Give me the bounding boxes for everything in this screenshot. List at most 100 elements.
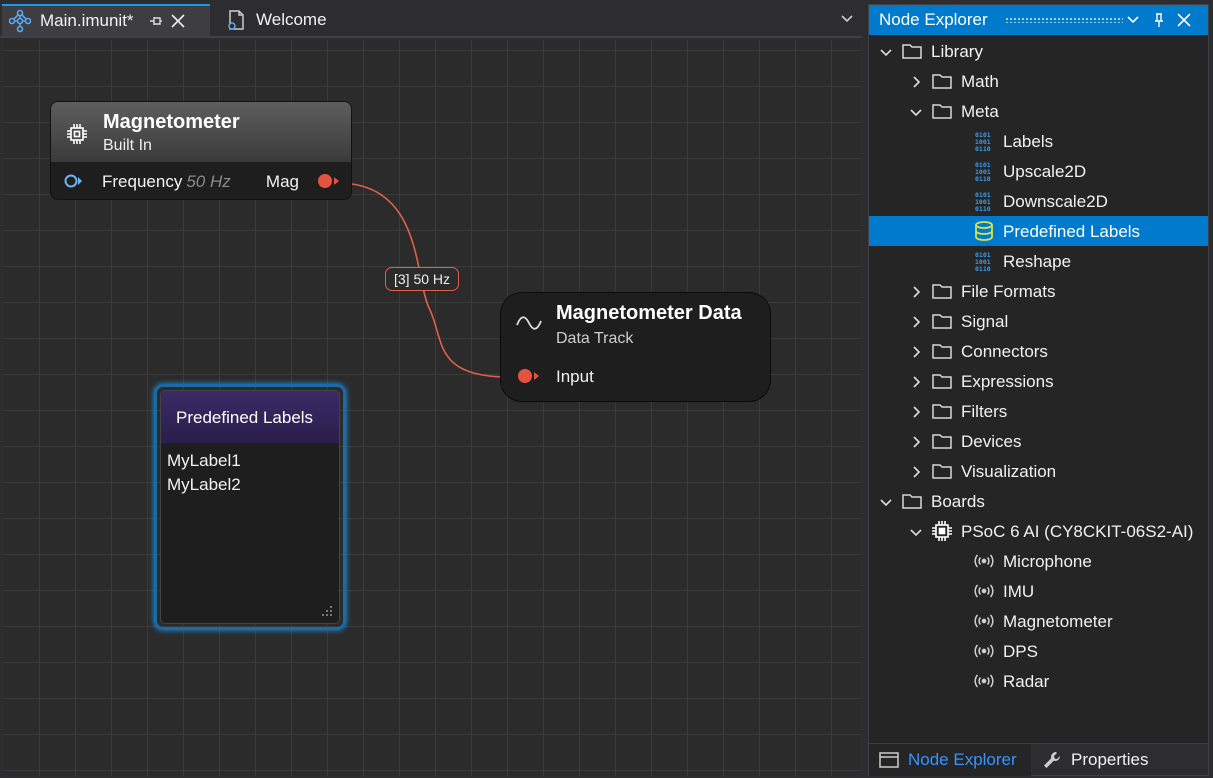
tree-item-label: Boards — [931, 492, 985, 511]
chevron-down-icon[interactable] — [879, 494, 893, 508]
chevron-right-icon[interactable] — [909, 404, 923, 418]
svg-text:0110: 0110 — [975, 145, 991, 152]
tree-item[interactable]: Predefined Labels — [869, 216, 1208, 246]
panel-title-bar[interactable]: Node Explorer — [869, 5, 1208, 35]
list-item[interactable]: MyLabel1 — [167, 451, 241, 470]
sensor-icon — [973, 640, 995, 662]
chevron-down-icon[interactable] — [909, 524, 923, 538]
tree-item[interactable]: File Formats — [869, 276, 1208, 306]
chevron-right-icon[interactable] — [909, 314, 923, 328]
tree-item-label: Downscale2D — [1003, 192, 1108, 211]
folder-icon — [931, 100, 953, 122]
resize-grip-icon[interactable] — [319, 603, 333, 617]
chevron-down-icon[interactable] — [1125, 12, 1141, 28]
folder-icon — [931, 370, 953, 392]
tree-item-label: Predefined Labels — [1003, 222, 1141, 241]
chevron-down-icon[interactable] — [840, 12, 854, 26]
svg-text:0110: 0110 — [975, 205, 991, 212]
labels-list: MyLabel1 MyLabel2 — [161, 443, 339, 497]
input-port-icon[interactable] — [517, 368, 539, 384]
chip-icon — [931, 520, 953, 542]
tree-item[interactable]: Filters — [869, 396, 1208, 426]
folder-icon — [931, 460, 953, 482]
tree-item[interactable]: Devices — [869, 426, 1208, 456]
chevron-right-icon[interactable] — [909, 374, 923, 388]
magnetometer-data-node[interactable]: Magnetometer Data Data Track Input — [500, 292, 771, 402]
svg-text:0101: 0101 — [975, 251, 991, 259]
tab-node-explorer[interactable]: Node Explorer — [869, 744, 1031, 776]
tree-item[interactable]: PSoC 6 AI (CY8CKIT-06S2-AI) — [869, 516, 1208, 546]
tree-item-label: IMU — [1003, 582, 1035, 601]
window-icon — [879, 752, 899, 768]
svg-text:0110: 0110 — [975, 175, 991, 182]
folder-icon — [901, 40, 923, 62]
chevron-right-icon[interactable] — [909, 344, 923, 358]
tree-item[interactable]: Signal — [869, 306, 1208, 336]
tree-item-label: PSoC 6 AI (CY8CKIT-06S2-AI) — [961, 522, 1194, 541]
tree-item[interactable]: DPS — [869, 636, 1208, 666]
wire-mag-to-input — [337, 182, 509, 378]
drag-handle[interactable] — [1005, 17, 1123, 23]
tree-item[interactable]: Boards — [869, 486, 1208, 516]
list-item[interactable]: MyLabel2 — [167, 475, 241, 494]
tree-item[interactable]: Radar — [869, 666, 1208, 696]
chevron-down-icon[interactable] — [879, 44, 893, 58]
tree-item[interactable]: Magnetometer — [869, 606, 1208, 636]
tree-item[interactable]: Connectors — [869, 336, 1208, 366]
svg-text:0101: 0101 — [975, 191, 991, 199]
tree-item[interactable]: Math — [869, 66, 1208, 96]
svg-text:1001: 1001 — [975, 198, 991, 206]
svg-text:1001: 1001 — [975, 138, 991, 146]
node-subtitle: Data Track — [556, 330, 634, 347]
panel-title: Node Explorer — [879, 10, 988, 29]
tree-item[interactable]: IMU — [869, 576, 1208, 606]
svg-text:0101: 0101 — [975, 161, 991, 169]
node-title: Predefined Labels — [161, 391, 339, 443]
predefined-labels-node[interactable]: Predefined Labels MyLabel1 MyLabel2 — [154, 384, 346, 630]
tab-welcome[interactable]: Welcome — [218, 4, 358, 36]
node-subtitle: Built In — [103, 137, 152, 154]
output-port-icon[interactable] — [317, 173, 339, 189]
svg-text:0101: 0101 — [975, 131, 991, 139]
mag-output-label: Mag — [265, 172, 299, 191]
tree-item[interactable]: Library — [869, 36, 1208, 66]
close-icon[interactable] — [170, 13, 186, 29]
node-title: Magnetometer Data — [556, 302, 742, 324]
sensor-icon — [973, 610, 995, 632]
connection-badge[interactable]: [3] 50 Hz — [385, 267, 460, 291]
tree-item-label: Connectors — [961, 342, 1048, 361]
tree-item-label: Labels — [1003, 132, 1054, 151]
tab-properties[interactable]: Properties — [1031, 744, 1181, 776]
chevron-right-icon[interactable] — [909, 464, 923, 478]
tree-item-label: Library — [931, 42, 983, 61]
svg-text:1001: 1001 — [975, 168, 991, 176]
tree-item[interactable]: Visualization — [869, 456, 1208, 486]
folder-icon — [931, 430, 953, 452]
pin-icon[interactable] — [1151, 12, 1167, 28]
sine-wave-icon — [516, 316, 542, 330]
close-icon[interactable] — [1176, 12, 1192, 28]
tab-main-imunit[interactable]: Main.imunit* — [2, 4, 210, 36]
document-tab-strip: Main.imunit* Welcome — [0, 0, 862, 38]
tree-item[interactable]: Meta — [869, 96, 1208, 126]
chevron-down-icon[interactable] — [909, 104, 923, 118]
tree-item[interactable]: Microphone — [869, 546, 1208, 576]
chevron-right-icon[interactable] — [909, 74, 923, 88]
tree-item-label: Filters — [961, 402, 1008, 421]
tree-item-label: DPS — [1003, 642, 1038, 661]
folder-icon — [931, 310, 953, 332]
chevron-right-icon[interactable] — [909, 434, 923, 448]
chevron-right-icon[interactable] — [909, 284, 923, 298]
tree-item-label: Microphone — [1003, 552, 1092, 571]
pin-icon[interactable] — [148, 13, 164, 29]
input-port-icon[interactable] — [64, 172, 82, 190]
tree-item[interactable]: Expressions — [869, 366, 1208, 396]
